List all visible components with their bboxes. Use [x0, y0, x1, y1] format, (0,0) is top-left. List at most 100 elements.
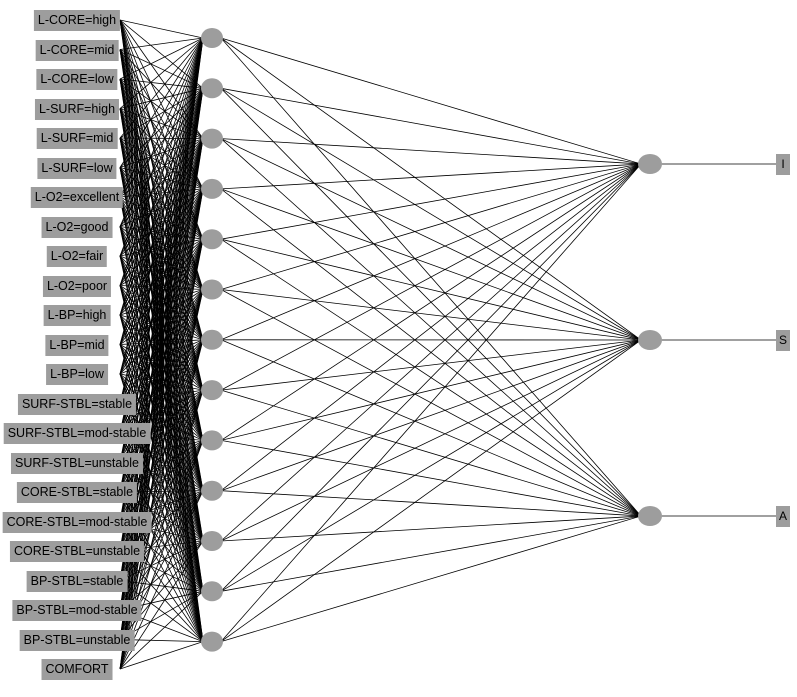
output-node: [638, 506, 662, 526]
edge-input-hidden: [119, 49, 204, 89]
output-node: [638, 330, 662, 350]
edge-hidden-output: [220, 163, 642, 642]
input-node-label: L-BP=mid: [45, 334, 109, 356]
input-node-label: SURF-STBL=mod-stable: [3, 423, 151, 444]
hidden-node: [201, 78, 223, 99]
edge-input-hidden: [119, 37, 204, 168]
input-node-label: L-BP=high: [43, 305, 111, 326]
output-node-label: S: [776, 330, 790, 351]
edge-input-hidden: [119, 19, 204, 39]
edge-hidden-output: [220, 163, 642, 441]
edge-input-hidden: [119, 37, 204, 80]
edge-input-hidden: [119, 138, 204, 286]
edge-input-hidden: [119, 37, 204, 463]
input-node-label: L-CORE=high: [33, 10, 121, 31]
edge-input-hidden: [119, 37, 204, 493]
edge-input-hidden: [119, 37, 204, 434]
input-node-label: COMFORT: [41, 659, 113, 680]
hidden-node: [201, 28, 223, 48]
edge-input-hidden: [119, 78, 204, 89]
input-node-label: BP-STBL=stable: [26, 570, 128, 592]
edge-hidden-output: [220, 163, 642, 542]
input-node-label: L-SURF=mid: [36, 128, 118, 149]
edge-hidden-output: [220, 339, 642, 642]
edge-input-hidden: [119, 37, 204, 345]
input-node-label: L-CORE=mid: [35, 39, 119, 61]
edge-input-hidden: [119, 188, 204, 670]
edge-hidden-output: [220, 163, 642, 240]
edge-input-hidden: [119, 138, 204, 581]
edge-input-hidden: [119, 389, 204, 670]
edge-input-hidden: [119, 88, 204, 227]
edge-hidden-output: [220, 515, 642, 542]
edge-hidden-output: [220, 339, 642, 517]
edge-input-hidden: [119, 37, 204, 139]
input-node-label: L-SURF=high: [34, 98, 120, 120]
edge-hidden-output: [220, 515, 642, 592]
hidden-node: [201, 178, 223, 199]
edge-input-hidden: [119, 37, 204, 375]
edge-hidden-output: [220, 163, 642, 592]
hidden-layer: [201, 28, 223, 652]
edge-input-hidden: [119, 88, 204, 198]
edge-hidden-output: [220, 37, 642, 165]
hidden-node: [201, 128, 223, 149]
edge-input-hidden: [119, 19, 204, 89]
edge-hidden-output: [220, 289, 642, 341]
edge-hidden-output: [220, 87, 642, 165]
edge-hidden-output: [220, 37, 642, 341]
edge-hidden-output: [220, 339, 642, 441]
edge-hidden-output: [220, 339, 642, 592]
output-node-label: I: [776, 154, 790, 175]
input-node-label: CORE-STBL=unstable: [9, 541, 145, 562]
edge-input-hidden: [119, 37, 204, 227]
edge-input-hidden: [119, 87, 204, 139]
edge-input-hidden: [119, 138, 204, 670]
edge-input-hidden: [119, 88, 204, 168]
input-node-label: L-CORE=low: [36, 69, 118, 90]
edge-hidden-output: [220, 389, 642, 517]
edge-hidden-output: [220, 163, 642, 341]
edge-input-hidden: [119, 196, 204, 341]
input-node-label: L-BP=low: [46, 364, 108, 385]
edge-input-hidden: [119, 88, 204, 670]
hidden-node: [201, 329, 223, 350]
edge-hidden-output: [220, 163, 642, 492]
hidden-node: [201, 229, 223, 250]
hidden-node: [201, 279, 223, 300]
edge-hidden-output: [220, 440, 642, 517]
edge-input-hidden: [119, 641, 204, 670]
edge-hidden-output: [220, 339, 642, 391]
edge-input-hidden: [119, 138, 204, 227]
edge-hidden-output: [220, 339, 642, 542]
edge-hidden-output: [220, 238, 642, 341]
edge-input-hidden: [119, 239, 204, 670]
hidden-node: [201, 430, 223, 451]
edge-input-hidden: [119, 37, 204, 404]
input-node-label: SURF-STBL=stable: [17, 393, 137, 415]
edge-input-hidden: [119, 88, 204, 522]
edge-input-hidden: [119, 344, 204, 592]
hidden-node: [201, 480, 223, 501]
input-node-label: L-O2=poor: [42, 275, 112, 297]
hidden-output-connections: [220, 37, 642, 642]
input-node-label: L-SURF=low: [37, 157, 117, 179]
edge-input-hidden: [119, 37, 204, 109]
edge-hidden-output: [220, 188, 642, 341]
input-node-label: CORE-STBL=stable: [16, 482, 138, 503]
edge-input-hidden: [119, 37, 204, 316]
edge-hidden-output: [220, 163, 642, 190]
input-node-label: BP-STBL=unstable: [19, 629, 135, 651]
hidden-node: [201, 531, 223, 551]
edge-input-hidden: [119, 138, 204, 198]
edge-input-hidden: [119, 591, 204, 670]
input-node-label: L-O2=good: [41, 216, 113, 238]
edge-input-hidden: [119, 37, 204, 670]
edge-hidden-output: [220, 163, 642, 391]
edge-input-hidden: [119, 138, 204, 257]
input-node-label: L-O2=fair: [46, 246, 108, 267]
edge-hidden-output: [220, 87, 642, 341]
input-node-label: BP-STBL=mod-stable: [12, 600, 142, 621]
output-layer: [638, 154, 662, 526]
